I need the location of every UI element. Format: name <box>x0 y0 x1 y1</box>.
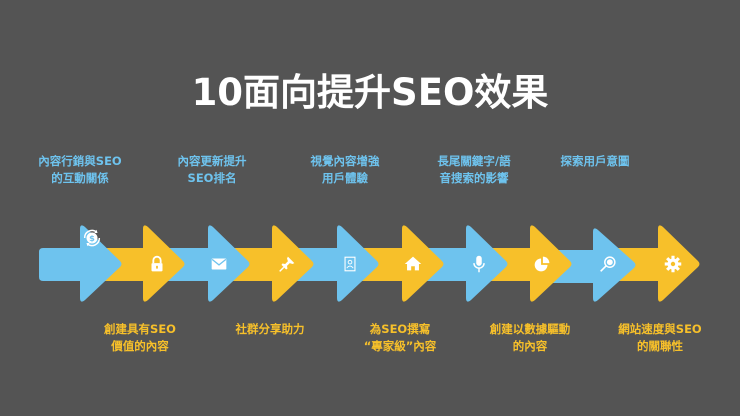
arrow-step-10 <box>610 225 700 302</box>
step-4-label: 社群分享助力 <box>235 322 305 336</box>
microphone-icon <box>468 253 490 275</box>
contact-card-icon <box>339 253 361 275</box>
step-8-label: 創建以數據驅動 的內容 <box>489 322 571 353</box>
step-6-label: 為SEO撰寫 “專家級”內容 <box>363 322 437 353</box>
step-10-label: 網站速度與SEO 的關聯性 <box>618 322 702 353</box>
arrow-step-7 <box>418 225 508 302</box>
money-cycle-icon: $ <box>81 227 103 249</box>
mail-icon <box>208 253 230 275</box>
page-title: 10面向提升SEO效果 <box>191 71 549 114</box>
step-9-label: 探索用戶意圖 <box>560 154 630 168</box>
arrow-step-8 <box>482 225 572 302</box>
gear-icon <box>662 253 684 275</box>
arrow-step-1 <box>39 225 122 302</box>
pie-chart-icon <box>531 253 553 275</box>
home-icon <box>402 253 424 275</box>
pin-icon <box>276 253 298 275</box>
arrow-step-4 <box>226 225 314 302</box>
step-7-label: 長尾關鍵字/語 音搜索的影響 <box>437 154 511 185</box>
step-3-label: 內容更新提升 SEO排名 <box>177 154 247 185</box>
arrow-step-3 <box>160 225 250 302</box>
search-icon <box>597 253 619 275</box>
step-1-label: 內容行銷與SEO 的互動關係 <box>38 154 122 185</box>
arrow-step-2 <box>96 225 185 302</box>
step-5-label: 視覺內容增強 用戶體驗 <box>310 154 380 185</box>
lock-icon <box>146 253 168 275</box>
svg-text:$: $ <box>89 233 95 243</box>
step-2-label: 創建具有SEO 價值的內容 <box>104 322 176 353</box>
arrow-step-9 <box>553 228 636 302</box>
arrow-step-6 <box>354 225 444 302</box>
arrow-step-5 <box>290 225 379 302</box>
